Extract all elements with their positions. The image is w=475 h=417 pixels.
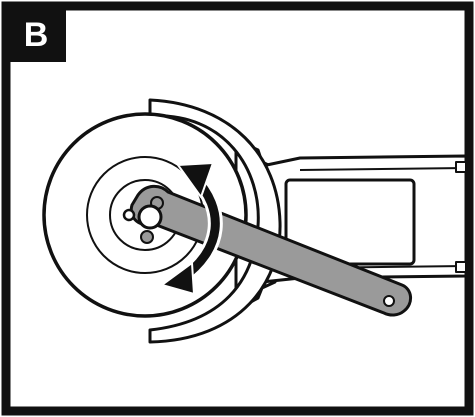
housing-seam-top <box>299 167 467 171</box>
rotation-arrow-icon <box>161 162 223 295</box>
spindle-nut <box>137 204 163 230</box>
spindle-lock-button <box>122 208 136 222</box>
wheel-guard <box>148 98 282 344</box>
wrench-pin-bottom <box>140 230 154 244</box>
vent-slot-top <box>455 161 467 173</box>
rotation-arrow-head-top <box>177 162 214 198</box>
step-label-text: B <box>24 16 49 54</box>
step-label-box <box>6 6 66 62</box>
spanner-wrench <box>122 184 412 317</box>
vent-slot-bottom <box>455 261 467 273</box>
wrench-hanging-hole <box>383 295 395 307</box>
step-label: B <box>6 6 66 62</box>
rotation-arrow-head-bottom <box>161 262 195 295</box>
